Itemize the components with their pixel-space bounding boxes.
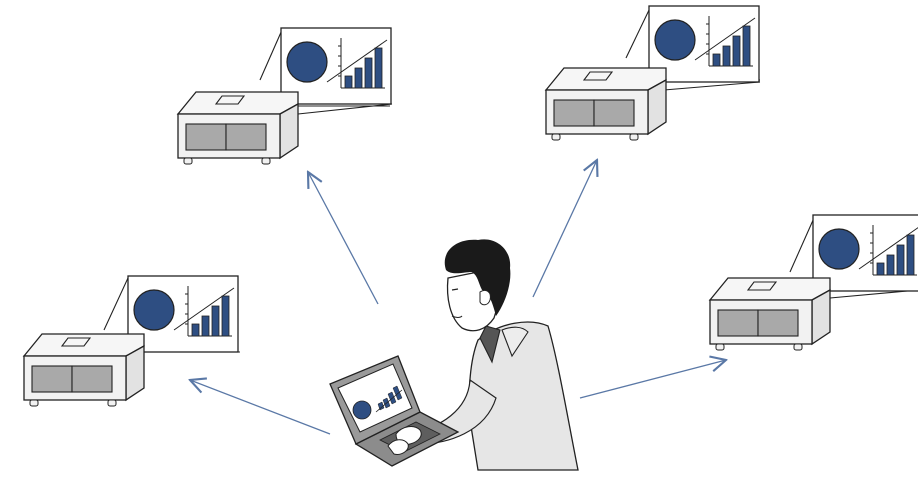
arrow-to-right-projector <box>579 360 726 399</box>
person-with-laptop <box>329 239 579 471</box>
projector-top-left <box>177 27 393 165</box>
arrow-to-left-projector <box>190 380 331 435</box>
projector-icon <box>23 333 145 407</box>
projector-left <box>23 275 240 407</box>
projector-top-right <box>545 5 761 141</box>
projector-icon <box>545 67 667 141</box>
arrow-to-top-left-projector <box>308 172 379 305</box>
connection-arrows <box>190 160 726 435</box>
projector-icon <box>177 91 299 165</box>
projector-icon <box>709 277 831 351</box>
person-hair <box>444 239 511 316</box>
arrow-to-top-right-projector <box>532 160 597 298</box>
projector-right <box>709 214 918 351</box>
